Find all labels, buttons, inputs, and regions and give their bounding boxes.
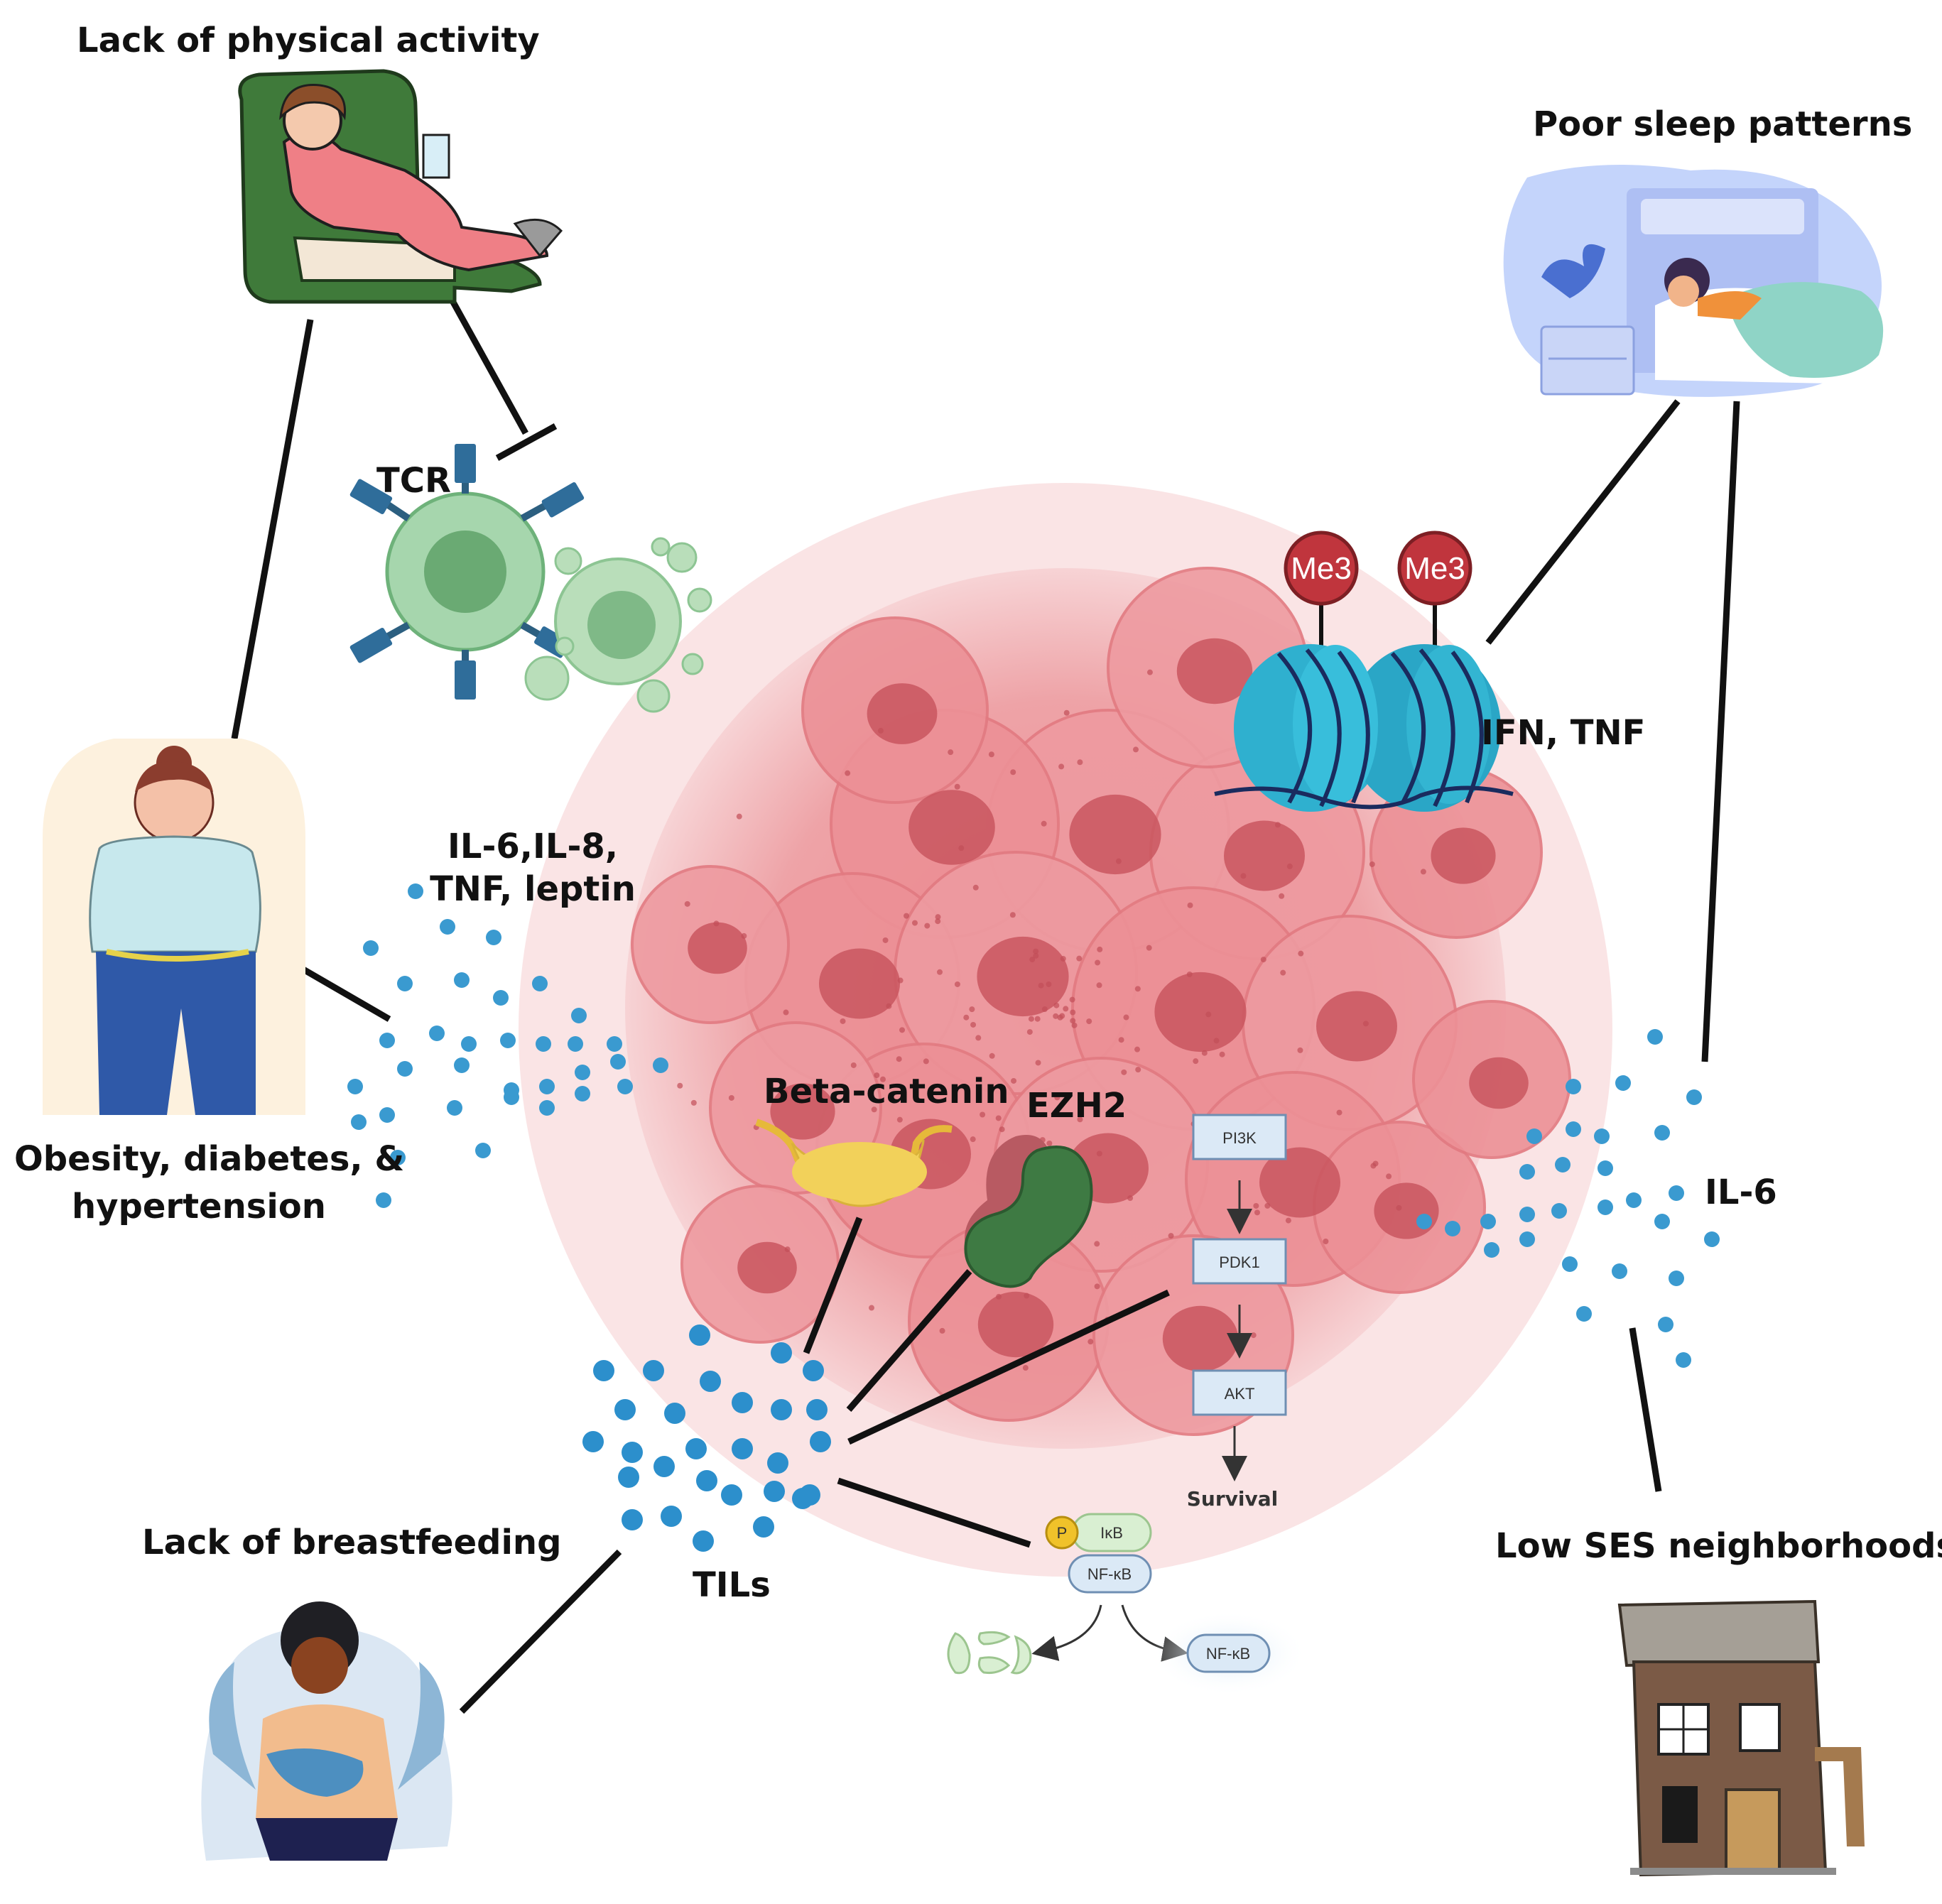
phospho-label: P [1057, 1524, 1068, 1542]
il6-label: IL-6 [1705, 1173, 1777, 1212]
me3-left-label: Me3 [1291, 551, 1352, 586]
nfkb-label: NF-κB [1087, 1565, 1132, 1583]
obesity-label-line2: hypertension [72, 1187, 326, 1226]
survival-label: Survival [1187, 1487, 1279, 1511]
lack-of-physical-activity-label: Lack of physical activity [77, 21, 540, 60]
cytokine-dots-left [347, 883, 668, 1208]
lack-of-breastfeeding-label: Lack of breastfeeding [142, 1523, 562, 1562]
til-dots [582, 1324, 831, 1552]
akt-label: AKT [1225, 1385, 1255, 1403]
tcr-label: TCR [376, 461, 451, 501]
pdk1-label: PDK1 [1219, 1253, 1259, 1271]
cytokine-dots-right [1416, 1029, 1720, 1368]
sleeping-person-icon [1503, 165, 1884, 397]
low-ses-neighborhoods-label: Low SES neighborhoods [1495, 1526, 1942, 1566]
tils-label: TILs [693, 1565, 771, 1605]
pdk1-box [1192, 1238, 1287, 1285]
nfkb-out-label: NF-κB [1206, 1645, 1250, 1663]
person-in-armchair-icon [238, 69, 563, 304]
akt-box [1192, 1369, 1287, 1416]
pi3k-box [1192, 1114, 1287, 1160]
beta-catenin-label: Beta-catenin [764, 1072, 1009, 1111]
nucleosome-icon: Me3 Me3 [1214, 531, 1514, 812]
poor-sleep-patterns-label: Poor sleep patterns [1533, 104, 1913, 144]
ezh2-icon [964, 1135, 1093, 1288]
overweight-person-icon [43, 739, 305, 1115]
me3-right-label: Me3 [1404, 551, 1465, 586]
nfkb-pathway: P IκB NF-κB NF-κB [947, 1513, 1307, 1696]
connector-lines [231, 296, 1740, 1714]
breastfeeding-mother-icon [201, 1601, 452, 1861]
ezh2-label: EZH2 [1026, 1086, 1127, 1126]
beta-catenin-icon [755, 1119, 953, 1207]
cytokines-label-line2: TNF, leptin [430, 869, 636, 909]
cytokines-label-line1: IL-6,IL-8, [447, 827, 618, 866]
ifn-tnf-label: IFN, TNF [1481, 713, 1646, 753]
t-cell-icon [349, 444, 712, 713]
ikb-label: IκB [1100, 1524, 1123, 1542]
dilapidated-house-icon [1617, 1599, 1865, 1877]
pi3k-label: PI3K [1222, 1129, 1257, 1147]
pi3k-pathway: PI3K PDK1 AKT Survival [1187, 1114, 1287, 1511]
obesity-label-line1: Obesity, diabetes, & [14, 1139, 405, 1179]
